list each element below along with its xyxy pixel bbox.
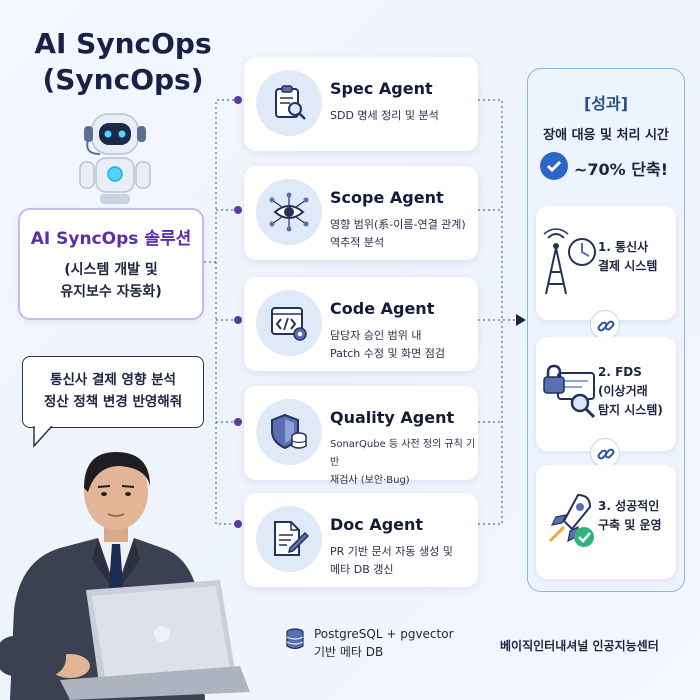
speech-bubble: 통신사 결제 영향 분석 정산 정책 변경 반영해줘 [22,356,204,428]
agent-desc: SDD 명세 정리 및 분석 [330,107,476,125]
agent-desc: 담당자 승인 범위 내 Patch 수정 및 화면 점검 [330,327,476,363]
person-laptop-illustration [0,452,250,700]
clipboard-search-icon [256,70,322,136]
agent-card-spec: Spec Agent SDD 명세 정리 및 분석 [244,57,478,151]
agent-card-quality: Quality Agent SonarQube 등 사전 정의 규칙 기반 재검… [244,386,478,486]
speech-bubble-tail [33,426,53,448]
agent-name: Doc Agent [330,515,424,534]
agent-desc-line-2: 재검사 (보안·Bug) [330,475,410,486]
agent-desc-line-2: Patch 수정 및 화면 점검 [330,347,446,360]
agent-name: Scope Agent [330,188,444,207]
agent-card-code: Code Agent 담당자 승인 범위 내 Patch 수정 및 화면 점검 [244,277,478,371]
bubble-line-1: 통신사 결제 영향 분석 [50,372,176,388]
agent-card-scope: Scope Agent 영향 범위(系-이름-연결 관계) 역추적 분석 [244,166,478,260]
page-title: AI SyncOps (SyncOps) [18,26,228,98]
agent-desc-line-1: 담당자 승인 범위 내 [330,329,422,342]
agent-desc-line-1: SDD 명세 정리 및 분석 [330,109,439,122]
result-metric: ~70% 단축! [574,160,669,179]
agent-desc: 영향 범위(系-이름-연결 관계) 역추적 분석 [330,216,476,252]
agent-desc-line-2: 메타 DB 갱신 [330,563,394,576]
document-pen-icon [256,506,322,572]
code-window-gear-icon [256,290,322,356]
result-card-line-2: 결제 시스템 [598,259,658,273]
result-card-line-2: 구축 및 운영 [598,518,662,532]
solution-title: AI SyncOps 솔루션 [30,229,192,249]
organization-name: 베이직인터내셔널 인공지능센터 [500,639,659,653]
agent-name: Quality Agent [330,408,455,427]
tower-clock-icon [543,228,596,295]
result-card-line-2: (이상거래 [598,384,648,398]
agent-name: Code Agent [330,299,435,318]
result-card-line-1: 2. FDS [598,365,642,379]
title-line-2: (SyncOps) [42,63,204,96]
result-card-line-1: 3. 성공적인 [598,499,660,513]
result-card-line-1: 1. 통신사 [598,240,649,254]
solution-box: AI SyncOps 솔루션 (시스템 개발 및 유지보수 자동화) [18,208,204,320]
chain-link-icon [590,310,620,340]
database-label-line-1: PostgreSQL + pgvector [314,627,454,641]
agent-desc-line-1: SonarQube 등 사전 정의 규칙 기반 [330,439,476,468]
chain-link-icon [590,438,620,468]
solution-desc: (시스템 개발 및 유지보수 자동화) [20,259,202,303]
solution-desc-line-2: 유지보수 자동화) [60,284,162,300]
result-card-telecom: 1. 통신사 결제 시스템 [536,206,676,320]
bubble-line-2: 정산 정책 변경 반영해줘 [43,394,183,410]
result-card-success: 3. 성공적인 구축 및 운영 [536,465,676,579]
agent-card-doc: Doc Agent PR 기반 문서 자동 생성 및 메타 DB 갱신 [244,493,478,587]
agent-name: Spec Agent [330,79,433,98]
result-card-line-3: 탐지 시스템) [598,403,663,417]
result-subtitle: 장애 대응 및 처리 시간 [543,128,669,143]
check-circle-icon [540,152,568,180]
database-label-line-2: 기반 메타 DB [314,645,384,659]
robot-icon [79,113,151,204]
database-label: PostgreSQL + pgvector 기반 메타 DB [314,625,454,661]
shield-database-icon [256,399,322,465]
result-card-fds: 2. FDS (이상거래 탐지 시스템) [536,337,676,451]
database-icon [286,628,304,650]
agent-desc-line-2: 역추적 분석 [330,236,385,249]
result-title: [성과] [583,94,629,113]
result-card-text: 3. 성공적인 구축 및 운영 [598,497,674,535]
title-line-1: AI SyncOps [34,27,212,60]
eye-network-icon [256,179,322,245]
agent-desc-line-1: PR 기반 문서 자동 생성 및 [330,545,453,558]
lock-monitor-search-icon [543,364,596,419]
rocket-check-icon [548,493,594,547]
agent-desc: PR 기반 문서 자동 생성 및 메타 DB 갱신 [330,543,476,579]
agent-desc: SonarQube 등 사전 정의 규칙 기반 재검사 (보안·Bug) [330,436,476,490]
result-card-text: 1. 통신사 결제 시스템 [598,238,674,276]
solution-desc-line-1: (시스템 개발 및 [64,262,158,278]
agent-desc-line-1: 영향 범위(系-이름-연결 관계) [330,218,466,231]
result-card-text: 2. FDS (이상거래 탐지 시스템) [598,363,674,420]
